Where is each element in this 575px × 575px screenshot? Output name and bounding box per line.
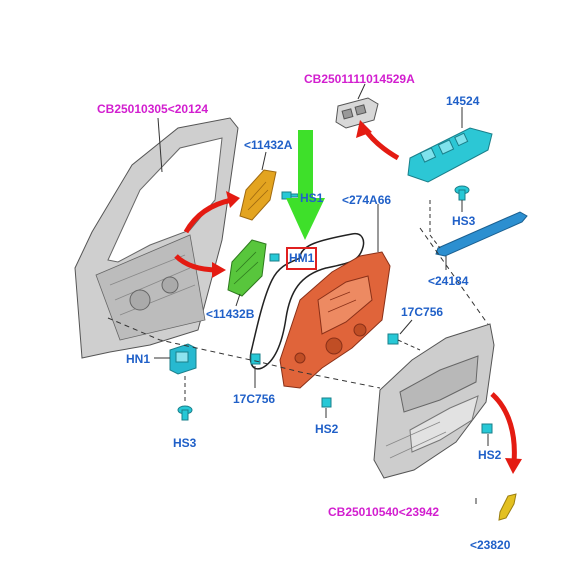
label-hs3-upper[interactable]: HS3: [452, 214, 476, 228]
label-24184[interactable]: <24184: [428, 274, 469, 288]
leader-line: [261, 151, 267, 171]
label-11432a[interactable]: <11432A: [244, 138, 293, 152]
door-trim-panel: [373, 323, 495, 479]
dashed-leader: [429, 200, 441, 249]
label-23820[interactable]: <23820: [470, 538, 511, 552]
label-274a66[interactable]: <274A66: [342, 193, 392, 207]
callout-arrow: [490, 392, 517, 463]
label-hs1[interactable]: HS1: [300, 191, 324, 205]
leader-line: [157, 117, 163, 173]
screw-hs2-center: [321, 397, 332, 408]
arrowhead: [505, 458, 522, 474]
highlight-arrow: [286, 130, 325, 240]
window-switch-assembly: [335, 97, 379, 129]
dashed-assembly-line: [107, 317, 381, 389]
pad-11432a: [239, 169, 277, 221]
leader-line: [235, 293, 241, 307]
label-11432b[interactable]: <11432B: [206, 307, 255, 321]
arrowhead: [226, 191, 240, 208]
label-17c756-left[interactable]: 17C756: [233, 392, 276, 406]
label-hm1[interactable]: HM1: [289, 251, 315, 265]
label-hs2-right[interactable]: HS2: [478, 448, 502, 462]
dashed-leader: [397, 339, 421, 351]
screw-hs1: [281, 191, 299, 200]
leader-line: [399, 319, 413, 335]
arrowhead: [212, 262, 226, 278]
arrowhead: [356, 120, 372, 138]
screw-hs3-upper: [454, 185, 470, 201]
label-hs3-lower[interactable]: HS3: [173, 436, 197, 450]
clip-hm1: [269, 253, 280, 262]
callout-arrow: [183, 197, 233, 234]
label-switch-assembly[interactable]: CB2501111014529A: [304, 72, 415, 86]
clip-17c756-left: [250, 353, 261, 365]
trim-strip: [435, 211, 528, 257]
label-hn1[interactable]: HN1: [126, 352, 151, 366]
handle-23820: [498, 493, 517, 521]
door-seal: [249, 232, 365, 370]
part-hn1: [169, 343, 197, 375]
screw-hs2-right: [481, 423, 493, 434]
dashed-assembly-line: [419, 227, 493, 331]
clip-17c756-right: [387, 333, 399, 345]
hm1-highlight-box: [286, 247, 317, 270]
label-17c756-right[interactable]: 17C756: [401, 305, 444, 319]
label-trim-panel[interactable]: CB25010540<23942: [328, 505, 440, 519]
label-14524[interactable]: 14524: [446, 94, 480, 108]
label-door-shell[interactable]: CB25010305<20124: [97, 102, 209, 116]
screw-hs3-lower: [177, 405, 193, 421]
inner-door-panel: [279, 251, 391, 389]
pad-11432b: [227, 239, 267, 297]
leader-line: [357, 83, 366, 100]
switch-bezel: [407, 127, 493, 183]
label-hs2-center[interactable]: HS2: [315, 422, 339, 436]
door-shell: [74, 117, 239, 359]
